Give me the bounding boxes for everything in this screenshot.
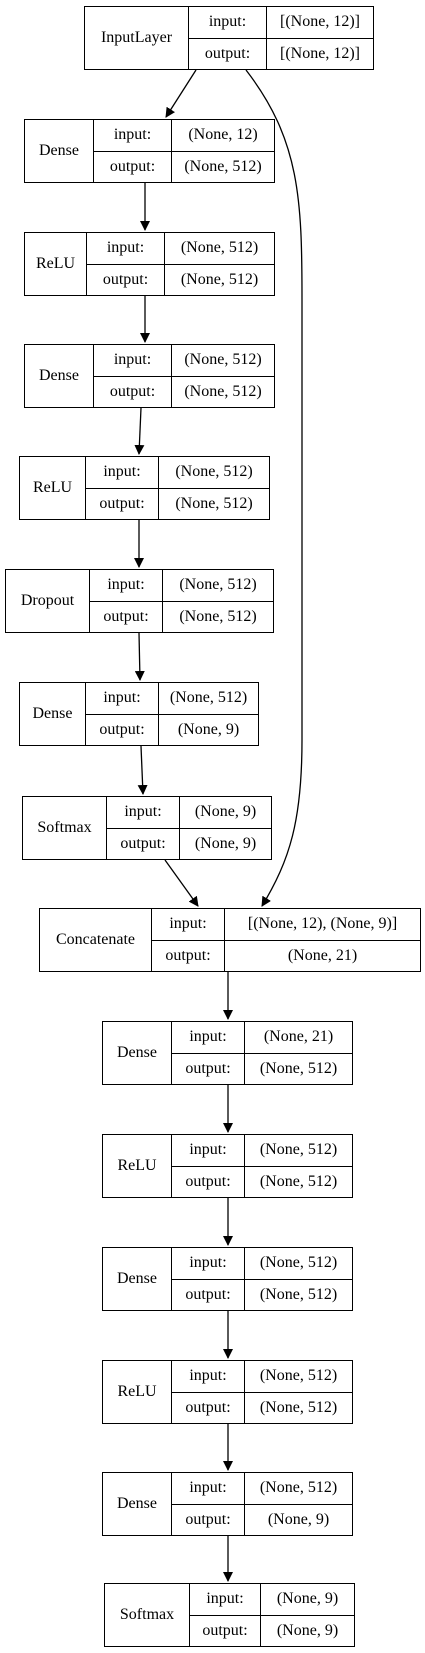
layer-node-relu: ReLU input: output: (None, 512) (None, 5… <box>102 1134 353 1198</box>
input-label: input: <box>107 797 179 829</box>
output-shape: (None, 512) <box>259 1172 338 1190</box>
input-label: input: <box>190 1584 260 1616</box>
input-label: input: <box>172 1473 244 1505</box>
output-label: output: <box>202 1621 248 1639</box>
layer-node-relu: ReLU input: output: (None, 512) (None, 5… <box>24 232 275 296</box>
layer-name: ReLU <box>103 1361 172 1423</box>
input-shape: (None, 512) <box>245 1361 352 1393</box>
layer-node-softmax: Softmax input: output: (None, 9) (None, … <box>22 796 272 860</box>
layer-node-inputlayer: InputLayer input: output: [(None, 12)] [… <box>84 6 374 70</box>
output-label: output: <box>99 494 145 512</box>
layer-node-softmax: Softmax input: output: (None, 9) (None, … <box>104 1583 355 1647</box>
input-label: input: <box>172 1022 244 1054</box>
output-label: output: <box>185 1510 231 1528</box>
edge-n7-to-n8 <box>164 859 199 907</box>
output-shape: (None, 9) <box>276 1621 339 1639</box>
output-shape: (None, 9) <box>194 834 257 852</box>
input-shape: [(None, 12), (None, 9)] <box>225 909 420 941</box>
input-label: input: <box>189 7 266 39</box>
layer-name: Dense <box>103 1022 172 1084</box>
output-label: output: <box>103 607 149 625</box>
layer-name: Softmax <box>23 797 107 859</box>
layer-node-concatenate: Concatenate input: output: [(None, 12), … <box>39 908 421 972</box>
output-shape: (None, 512) <box>184 157 262 175</box>
input-label: input: <box>86 683 158 715</box>
output-label: output: <box>185 1172 231 1190</box>
edge-n3-to-n4 <box>134 407 145 455</box>
layer-node-dense: Dense input: output: (None, 512) (None, … <box>102 1247 353 1311</box>
edge-n6-to-n7 <box>137 745 148 795</box>
output-label: output: <box>185 1059 231 1077</box>
input-shape: (None, 512) <box>245 1473 352 1505</box>
output-label: output: <box>185 1285 231 1303</box>
layer-node-dense: Dense input: output: (None, 512) (None, … <box>24 344 275 408</box>
layer-name: Concatenate <box>40 909 152 971</box>
input-shape: [(None, 12)] <box>267 7 373 39</box>
layer-name: Dense <box>20 683 86 745</box>
output-shape: (None, 9) <box>267 1510 330 1528</box>
input-shape: (None, 21) <box>245 1022 352 1054</box>
output-label: output: <box>185 1398 231 1416</box>
layer-node-relu: ReLU input: output: (None, 512) (None, 5… <box>102 1360 353 1424</box>
output-label: output: <box>109 382 156 400</box>
output-label: output: <box>99 720 145 738</box>
input-shape: (None, 512) <box>159 683 258 715</box>
layer-name: InputLayer <box>85 7 189 69</box>
output-shape: (None, 512) <box>179 607 257 625</box>
input-shape: (None, 512) <box>245 1248 352 1280</box>
output-shape: (None, 512) <box>184 382 262 400</box>
input-label: input: <box>152 909 224 941</box>
output-label: output: <box>109 157 156 175</box>
layer-node-relu: ReLU input: output: (None, 512) (None, 5… <box>19 456 270 520</box>
input-shape: (None, 512) <box>245 1135 352 1167</box>
input-label: input: <box>172 1248 244 1280</box>
input-shape: (None, 512) <box>165 233 274 265</box>
input-label: input: <box>87 233 164 265</box>
output-label: output: <box>120 834 166 852</box>
output-label: output: <box>165 946 211 964</box>
layer-node-dense: Dense input: output: (None, 12) (None, 5… <box>24 119 275 183</box>
output-shape: (None, 9) <box>177 720 240 738</box>
input-label: input: <box>86 457 158 489</box>
input-label: input: <box>94 345 171 377</box>
layer-name: Dense <box>25 120 94 182</box>
input-shape: (None, 512) <box>159 457 269 489</box>
input-label: input: <box>94 120 171 152</box>
output-label: output: <box>102 270 149 288</box>
layer-name: Dropout <box>6 570 90 632</box>
edge-n0-to-n1 <box>165 69 197 118</box>
layer-name: ReLU <box>103 1135 172 1197</box>
input-label: input: <box>90 570 162 602</box>
input-shape: (None, 9) <box>261 1584 354 1616</box>
layer-node-dense: Dense input: output: (None, 21) (None, 5… <box>102 1021 353 1085</box>
layer-name: Softmax <box>105 1584 190 1646</box>
output-shape: (None, 512) <box>175 494 253 512</box>
output-shape: (None, 21) <box>287 946 358 964</box>
layer-node-dropout: Dropout input: output: (None, 512) (None… <box>5 569 274 633</box>
input-shape: (None, 9) <box>180 797 271 829</box>
layer-name: Dense <box>103 1248 172 1310</box>
layer-name: ReLU <box>25 233 87 295</box>
layer-name: Dense <box>25 345 94 407</box>
output-label: output: <box>204 44 251 62</box>
output-shape: (None, 512) <box>259 1285 338 1303</box>
layer-name: ReLU <box>20 457 86 519</box>
output-shape: [(None, 12)] <box>280 44 360 62</box>
output-shape: (None, 512) <box>180 270 259 288</box>
input-shape: (None, 512) <box>172 345 274 377</box>
input-label: input: <box>172 1361 244 1393</box>
layer-name: Dense <box>103 1473 172 1535</box>
output-shape: (None, 512) <box>259 1059 338 1077</box>
layer-node-dense: Dense input: output: (None, 512) (None, … <box>102 1472 353 1536</box>
input-shape: (None, 12) <box>172 120 274 152</box>
layer-node-dense: Dense input: output: (None, 512) (None, … <box>19 682 259 746</box>
output-shape: (None, 512) <box>259 1398 338 1416</box>
input-shape: (None, 512) <box>163 570 273 602</box>
edge-n0-to-n8 <box>245 69 303 907</box>
input-label: input: <box>172 1135 244 1167</box>
edge-n5-to-n6 <box>134 632 145 681</box>
